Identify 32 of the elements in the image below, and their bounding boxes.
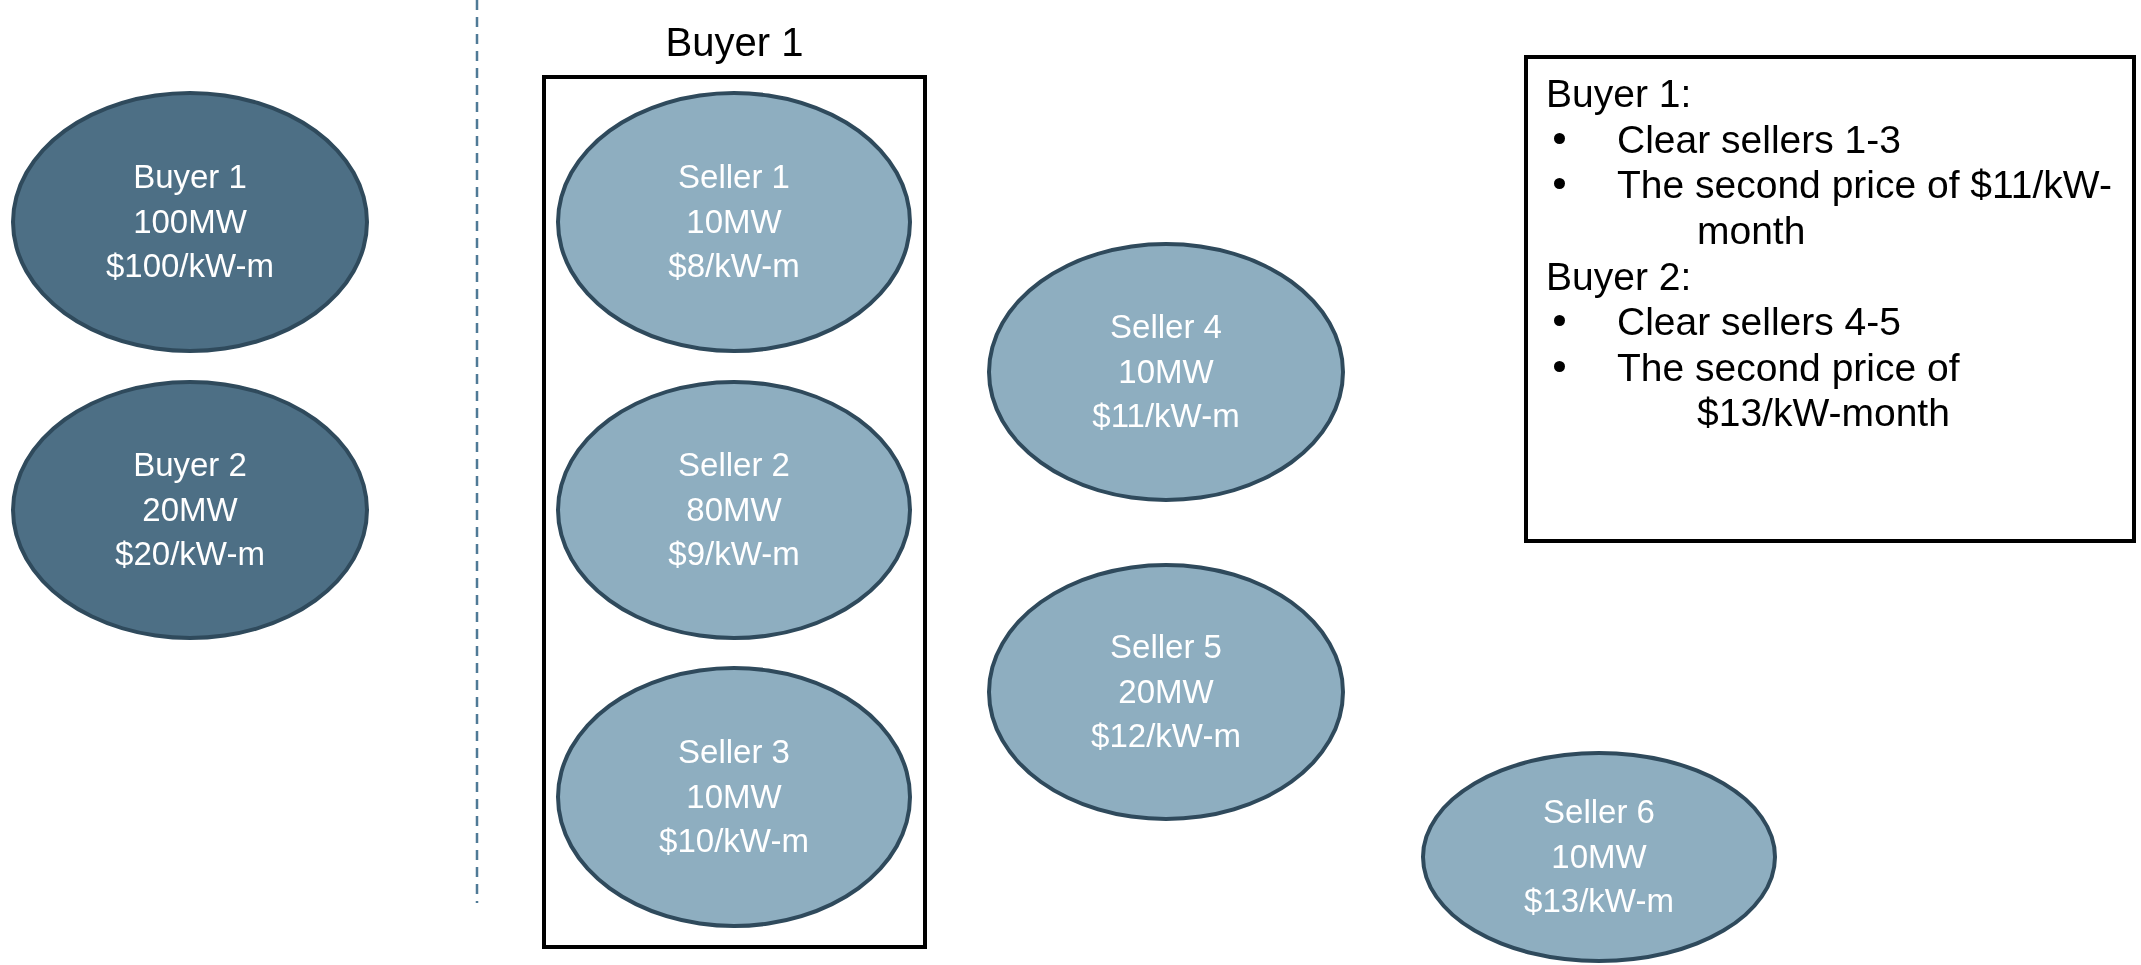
node-label: $20/kW-m <box>115 534 265 575</box>
node-label: $11/kW-m <box>1092 396 1240 437</box>
node-label: 100MW <box>133 201 247 242</box>
note-heading: Buyer 1: <box>1546 71 1693 117</box>
note-heading: Buyer 2: <box>1546 253 1693 300</box>
node-label: Seller 2 <box>678 445 790 486</box>
node-label: 20MW <box>1118 671 1214 712</box>
node-label: 10MW <box>686 201 782 242</box>
node-label: Seller 5 <box>1110 627 1222 668</box>
node-label: $13/kW-m <box>1524 881 1674 922</box>
group-title: Buyer 1 <box>665 20 804 65</box>
node-label: 10MW <box>686 776 782 817</box>
node-label: 80MW <box>686 489 782 530</box>
node-label: $12/kW-m <box>1091 716 1241 757</box>
bullet-text: The second price of $11/kW-month <box>1617 162 2113 254</box>
note-box <box>1524 55 2136 543</box>
node-label: Seller 4 <box>1110 307 1222 348</box>
node-label: 20MW <box>142 489 238 530</box>
bullet-text: Clear sellers 1-3 <box>1617 116 1901 163</box>
node-label: Seller 3 <box>678 732 790 773</box>
node-label: Seller 1 <box>678 157 790 198</box>
node-label: Buyer 1 <box>133 157 247 198</box>
node-label: Seller 6 <box>1543 792 1655 833</box>
node-label: $100/kW-m <box>105 246 275 287</box>
node-label: 10MW <box>1118 351 1214 392</box>
node-label: Buyer 2 <box>133 445 247 486</box>
node-label: 10MW <box>1551 836 1647 877</box>
bullet-text: Clear sellers 4-5 <box>1617 299 1901 345</box>
node-label: $10/kW-m <box>659 821 809 862</box>
node-label: $9/kW-m <box>668 534 800 575</box>
node-label: $8/kW-m <box>668 246 800 287</box>
bullet-text: The second price of $13/kW-month <box>1617 344 1961 436</box>
